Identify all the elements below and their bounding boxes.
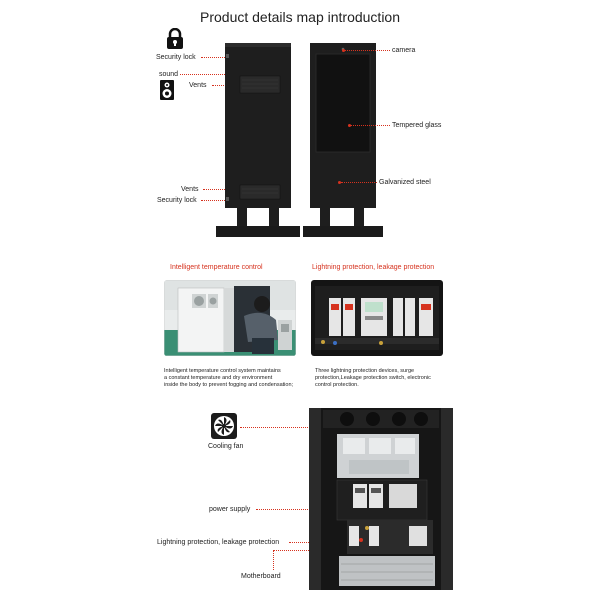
lightning-leakage-label: Lightning protection, leakage protection bbox=[157, 539, 280, 546]
camera-label: camera bbox=[392, 47, 416, 54]
lightning-protection-title: Lightning protection, leakage protection bbox=[312, 264, 435, 271]
caption-line: Intelligent temperature control system m… bbox=[164, 368, 281, 374]
security-lock-top-label: Security lock bbox=[156, 54, 196, 61]
kiosk-front-view-image bbox=[303, 43, 383, 237]
cooling-fan-label: Cooling fan bbox=[208, 443, 244, 450]
power-supply-label: power supply bbox=[209, 506, 251, 513]
vents-bottom-label: Vents bbox=[181, 186, 199, 193]
leader-line bbox=[273, 550, 333, 551]
leader-line bbox=[273, 550, 274, 570]
leader-dot bbox=[342, 49, 345, 52]
temperature-control-title: Intelligent temperature control bbox=[170, 264, 263, 271]
leader-line bbox=[341, 182, 377, 183]
lightning-protection-caption: Three lightning protection devices, surg… bbox=[315, 368, 447, 389]
leader-line bbox=[240, 427, 318, 428]
caption-line: Three lightning protection devices, surg… bbox=[315, 368, 415, 374]
tempered-glass-label: Tempered glass bbox=[392, 122, 442, 129]
leader-line bbox=[351, 125, 390, 126]
cooling-fan-icon bbox=[211, 413, 237, 439]
leader-line bbox=[201, 57, 227, 58]
leader-dot bbox=[338, 181, 341, 184]
page-title: Product details map introduction bbox=[200, 9, 400, 25]
leader-line bbox=[345, 50, 390, 51]
leader-line bbox=[201, 200, 227, 201]
leader-line bbox=[180, 74, 227, 75]
leader-line bbox=[203, 189, 239, 190]
galvanized-steel-label: Galvanized steel bbox=[379, 179, 431, 186]
lightning-protection-photo bbox=[311, 280, 443, 356]
caption-line: control protection. bbox=[315, 382, 359, 388]
motherboard-label: Motherboard bbox=[241, 573, 281, 580]
caption-line: a constant temperature and dry environme… bbox=[164, 375, 273, 381]
leader-dot bbox=[348, 124, 351, 127]
kiosk-rear-view-image bbox=[216, 43, 300, 237]
leader-line bbox=[256, 509, 326, 510]
cabinet-interior-photo bbox=[309, 408, 453, 590]
caption-line: protection,Leakage protection switch, el… bbox=[315, 375, 431, 381]
sound-label: sound bbox=[159, 71, 179, 78]
vents-top-label: Vents bbox=[189, 82, 207, 89]
security-lock-bottom-label: Security lock bbox=[157, 197, 197, 204]
caption-line: inside the body to prevent fogging and c… bbox=[164, 382, 294, 388]
temperature-control-photo bbox=[164, 280, 296, 356]
lock-icon bbox=[167, 28, 183, 49]
temperature-control-caption: Intelligent temperature control system m… bbox=[164, 368, 306, 389]
speaker-icon bbox=[160, 80, 174, 100]
